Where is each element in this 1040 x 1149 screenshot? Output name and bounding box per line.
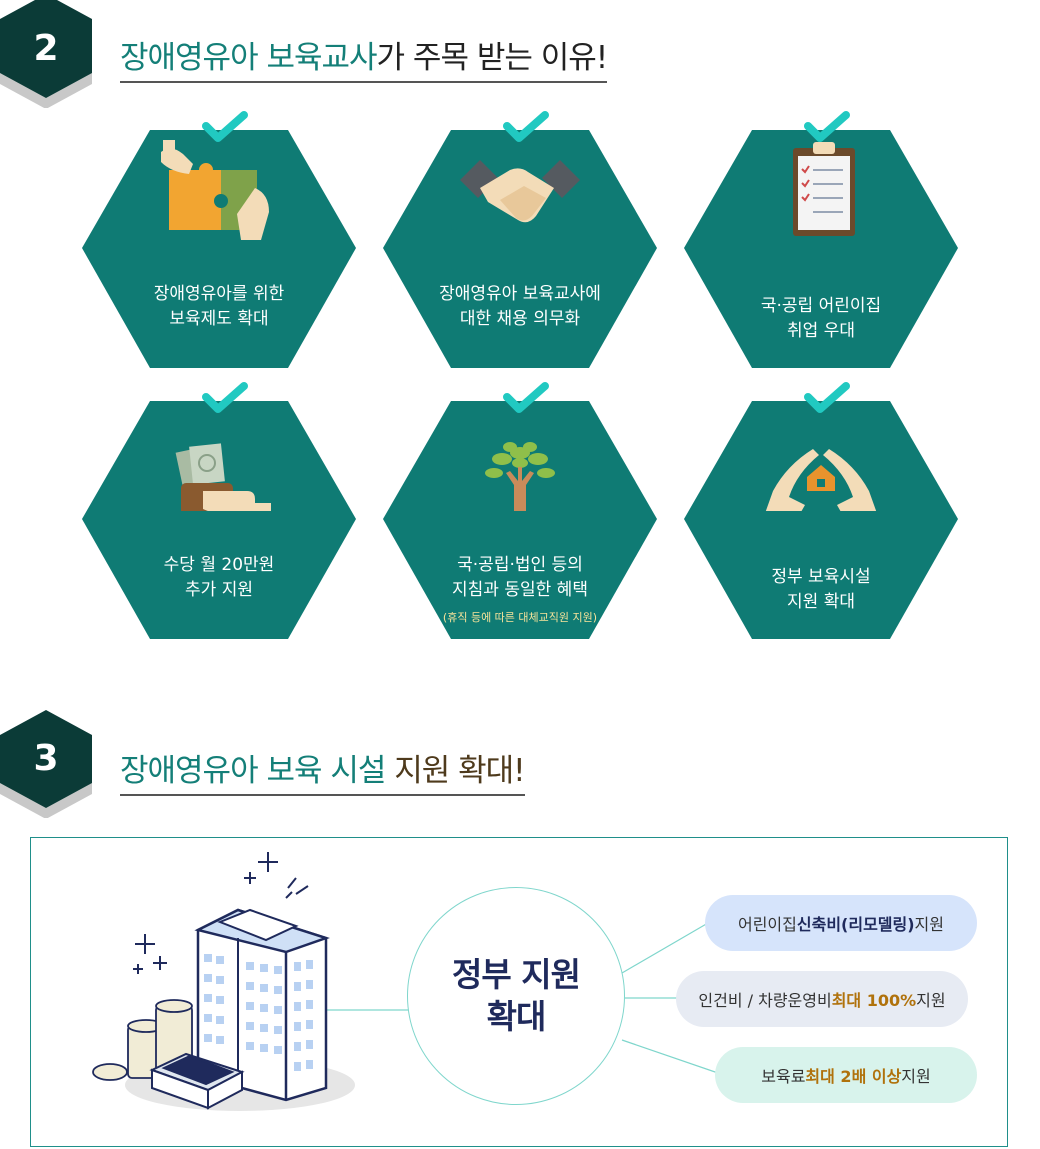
- title-highlight: 장애영유아 보육 시설: [120, 753, 395, 789]
- title-rest: 가 주목 받는 이유!: [376, 40, 609, 76]
- benefit-label: 장애영유아를 위한 보육제도 확대: [153, 284, 285, 329]
- handshake-icon: [460, 160, 580, 223]
- benefit-hex-3: 국·공립 어린이집 취업 우대: [684, 110, 958, 370]
- support-pill-construction: 어린이집 신축비(리모델링) 지원: [705, 895, 977, 951]
- section-number: 2: [33, 27, 59, 69]
- benefit-hex-5: 국·공립·법인 등의 지침과 동일한 혜택 (휴직 등에 따른 대체교직원 지원…: [383, 381, 657, 641]
- center-circle: 정부 지원 확대: [407, 887, 625, 1105]
- support-pill-labor-cost: 인건비 / 차량운영비 최대 100% 지원: [676, 971, 968, 1027]
- benefit-label: 정부 보육시설 지원 확대: [771, 567, 871, 612]
- center-line-2: 확대: [486, 997, 547, 1036]
- center-line-1: 정부 지원: [452, 955, 581, 994]
- wallet-money-icon: [175, 443, 271, 511]
- benefit-label: 장애영유아 보육교사에 대한 채용 의무화: [439, 284, 601, 329]
- benefit-hex-2: 장애영유아 보육교사에 대한 채용 의무화: [383, 110, 657, 370]
- benefit-hex-4: 수당 월 20만원 추가 지원: [82, 381, 356, 641]
- building-money-icon: [92, 852, 355, 1111]
- tree-hand-icon: [485, 442, 555, 511]
- section-3-title: 장애영유아 보육 시설 지원 확대!: [120, 745, 526, 796]
- section-2-badge: 2: [0, 0, 92, 108]
- benefit-note: (휴직 등에 따른 대체교직원 지원): [442, 611, 598, 624]
- puzzle-hands-icon: [161, 140, 269, 240]
- support-pill-childcare-fee: 보육료 최대 2배 이상 지원: [715, 1047, 977, 1103]
- benefit-hex-1: 장애영유아를 위한 보육제도 확대: [82, 110, 356, 370]
- hands-house-icon: [765, 449, 877, 511]
- benefit-label: 국·공립 어린이집 취업 우대: [760, 296, 882, 341]
- benefit-label: 수당 월 20만원 추가 지원: [163, 555, 275, 600]
- section-2-title: 장애영유아 보육교사가 주목 받는 이유!: [120, 32, 609, 83]
- support-panel: [30, 837, 1008, 1147]
- section-number: 3: [33, 737, 59, 779]
- benefit-label: 국·공립·법인 등의 지침과 동일한 혜택: [452, 555, 588, 600]
- title-accent: 지원 확대!: [394, 753, 525, 789]
- title-highlight: 장애영유아 보육교사: [120, 40, 378, 76]
- benefit-hex-6: 정부 보육시설 지원 확대: [684, 381, 958, 641]
- section-3-badge: 3: [0, 710, 92, 818]
- clipboard-checklist-icon: [793, 142, 855, 236]
